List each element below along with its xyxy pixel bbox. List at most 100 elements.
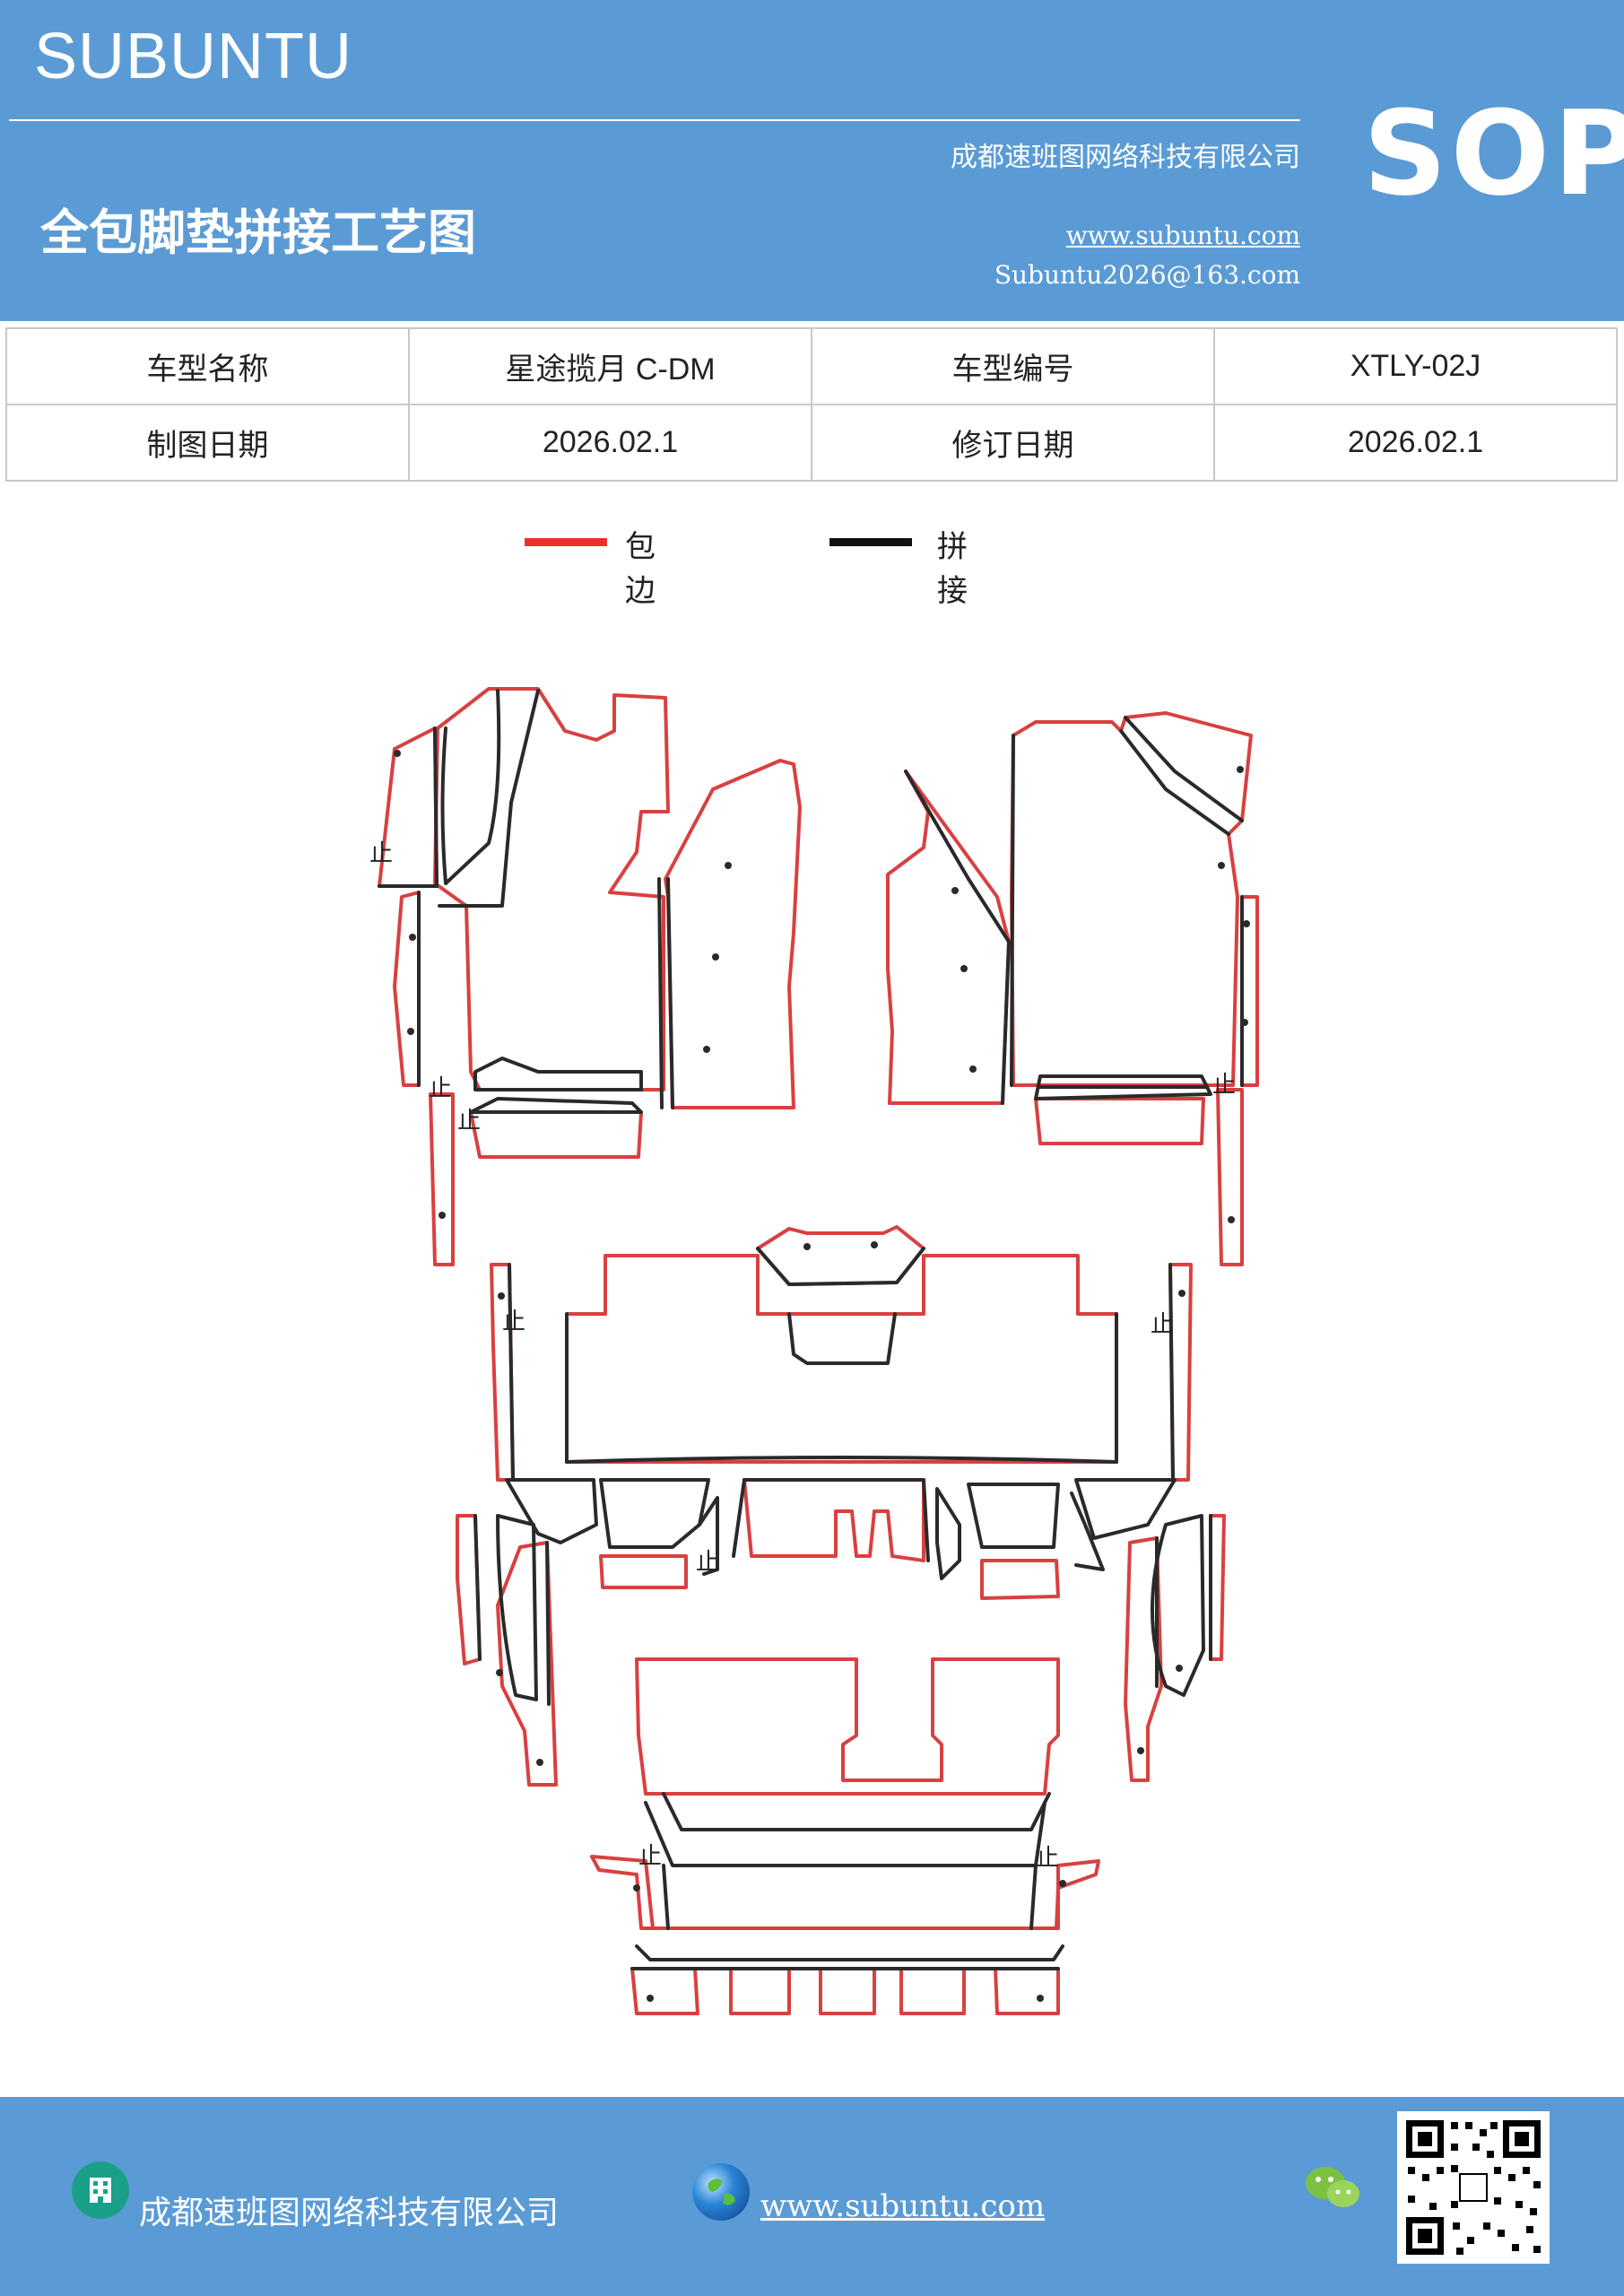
seam: [1074, 1478, 1177, 1540]
mat-third-left-strip-edge: [456, 1514, 482, 1665]
seam: [756, 1247, 925, 1286]
sop-badge: SOP: [1363, 85, 1624, 222]
mat-front-right-strip-edge: [1216, 1088, 1244, 1266]
seam: [1168, 1263, 1175, 1482]
seam: [545, 1541, 551, 1706]
stitch-point: [1228, 1216, 1235, 1223]
stitch-point: [409, 934, 416, 941]
model-name-label: 车型名称: [5, 327, 410, 405]
seam: [732, 1478, 746, 1558]
stitch-point: [1218, 862, 1225, 869]
header-website-link[interactable]: www.subuntu.com: [1065, 221, 1300, 250]
mat-second-center-edge: [743, 1478, 925, 1562]
stop-mark: 止: [369, 840, 393, 867]
header-divider: [9, 119, 1300, 121]
seam: [1001, 940, 1011, 1105]
seam: [787, 1312, 897, 1365]
stitch-point: [871, 1241, 878, 1248]
stitch-point: [1059, 1880, 1066, 1887]
seam: [698, 1496, 719, 1576]
seam: [433, 726, 439, 888]
header-email[interactable]: Subuntu2026@163.com: [994, 260, 1300, 290]
model-code-label: 车型编号: [811, 327, 1215, 405]
seam: [1010, 734, 1015, 1087]
stitch-point: [703, 1046, 710, 1053]
seam: [508, 1263, 515, 1482]
revision-date-value: 2026.02.1: [1213, 404, 1618, 482]
stitch-points: [394, 750, 1250, 2002]
stitch-point: [1137, 1747, 1144, 1754]
seam: [1119, 729, 1230, 836]
seam: [505, 1478, 598, 1544]
seam: [496, 1514, 538, 1701]
vehicle-info-table: 车型名称 星途揽月 C-DM 车型编号 XTLY-02J 制图日期 2026.0…: [5, 327, 1618, 482]
stitch-point: [647, 1995, 654, 2002]
stop-mark: 止: [502, 1309, 525, 1335]
seam: [743, 1478, 930, 1562]
table-row: 车型名称 星途揽月 C-DM 车型编号 XTLY-02J: [5, 327, 1618, 405]
seam: [662, 1792, 1051, 1831]
mat-front-left-strip-edge: [429, 1092, 455, 1266]
stitch-point: [725, 862, 732, 869]
seam: [599, 1478, 710, 1549]
seam: [904, 770, 1011, 944]
seam: [1151, 1514, 1205, 1697]
qr-code[interactable]: [1397, 2111, 1550, 2264]
seam: [644, 1801, 1046, 1867]
header-company: 成都速班图网络科技有限公司: [951, 142, 1300, 173]
draw-date-label: 制图日期: [5, 404, 410, 482]
legend-seam-label: 拼接: [937, 529, 968, 609]
stitch-point: [1037, 1995, 1044, 2002]
model-name-value: 星途揽月 C-DM: [408, 327, 812, 405]
stitch-point: [1237, 766, 1244, 773]
stop-mark: 止: [457, 1108, 481, 1135]
seam: [935, 1487, 961, 1580]
stop-mark: 止: [429, 1075, 452, 1102]
mat-front-left-sill-edge: [393, 891, 421, 1087]
mat-third-row-edge: [635, 1657, 1060, 1796]
mat-second-left-pad-edge: [599, 1554, 688, 1589]
wechat-icon[interactable]: [1302, 2161, 1365, 2215]
stitch-point: [496, 1669, 503, 1676]
stitch-point: [536, 1759, 543, 1766]
legend-edge-swatch: [525, 538, 607, 546]
seam: [473, 1057, 643, 1091]
seam: [438, 689, 540, 908]
stitch-point: [498, 1292, 505, 1300]
seam: [1070, 1492, 1105, 1571]
draw-date-value: 2026.02.1: [408, 404, 812, 482]
legend-seam-swatch: [829, 538, 912, 546]
seam: [1124, 716, 1244, 822]
revision-date-label: 修订日期: [811, 404, 1215, 482]
table-row: 制图日期 2026.02.1 修订日期 2026.02.1: [5, 404, 1618, 482]
stitch-point: [960, 965, 968, 972]
stop-marks: 止 止 止 止 止 止 止 止 止: [369, 840, 1236, 1872]
mat-trunk-edge: [590, 1855, 1100, 1930]
seam-outlines: [378, 689, 1244, 1970]
mat-trunk-pad-edges: [630, 1967, 1060, 2015]
stitch-point: [439, 1212, 446, 1219]
stitch-point: [951, 887, 959, 894]
seam: [1034, 1074, 1212, 1100]
header-banner: SUBUNTU 成都速班图网络科技有限公司 全包脚垫拼接工艺图 www.subu…: [0, 0, 1624, 321]
brand-name: SUBUNTU: [34, 21, 353, 92]
stop-mark: 止: [1212, 1072, 1236, 1099]
seam: [662, 1864, 1038, 1930]
seam: [473, 1514, 482, 1661]
building-icon: [72, 2161, 129, 2219]
footer-banner: 成都速班图网络科技有限公司 www.subuntu.com: [0, 2097, 1624, 2296]
seam: [469, 1097, 643, 1114]
stitch-point: [407, 1028, 414, 1035]
seam: [440, 689, 501, 885]
stitch-point: [633, 1884, 640, 1892]
stitch-point: [394, 750, 401, 757]
mat-center-left-edge: [664, 759, 802, 1109]
footer-website-link[interactable]: www.subuntu.com: [760, 2188, 1046, 2224]
stitch-point: [1241, 1019, 1248, 1026]
mat-center-right-edge: [886, 770, 1011, 1105]
floor-mat-diagram: 止 止 止 止 止 止 止 止 止: [369, 687, 1259, 2015]
mat-second-right-pad-edge: [980, 1559, 1060, 1600]
model-code-value: XTLY-02J: [1213, 327, 1618, 405]
seam: [967, 1483, 1060, 1549]
seam: [635, 1944, 1064, 1961]
